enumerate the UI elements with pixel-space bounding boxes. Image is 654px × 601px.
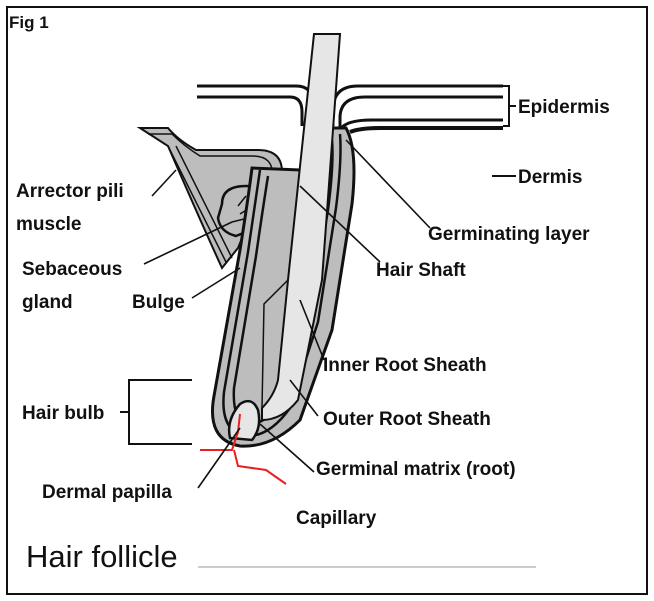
label-arrector-pili-2: muscle <box>16 214 81 235</box>
label-germinal-matrix: Germinal matrix (root) <box>316 459 516 480</box>
label-hair-shaft: Hair Shaft <box>376 260 466 281</box>
label-dermal-papilla: Dermal papilla <box>42 482 172 503</box>
label-hair-bulb: Hair bulb <box>22 403 104 424</box>
label-arrector-pili-1: Arrector pili <box>16 181 124 202</box>
label-epidermis: Epidermis <box>518 97 610 118</box>
label-outer-root-sheath: Outer Root Sheath <box>323 409 491 430</box>
label-inner-root-sheath: Inner Root Sheath <box>323 355 487 376</box>
epidermis-bracket <box>503 86 516 126</box>
label-sebaceous-2: gland <box>22 292 73 313</box>
label-bulge: Bulge <box>132 292 185 313</box>
label-sebaceous-1: Sebaceous <box>22 259 122 280</box>
label-capillary: Capillary <box>296 508 377 529</box>
label-dermis: Dermis <box>518 167 582 188</box>
label-germinating-layer: Germinating layer <box>428 224 590 245</box>
hair-bulb-bracket <box>120 380 192 444</box>
epidermis-layers <box>197 86 503 132</box>
diagram-title: Hair follicle <box>26 539 178 574</box>
